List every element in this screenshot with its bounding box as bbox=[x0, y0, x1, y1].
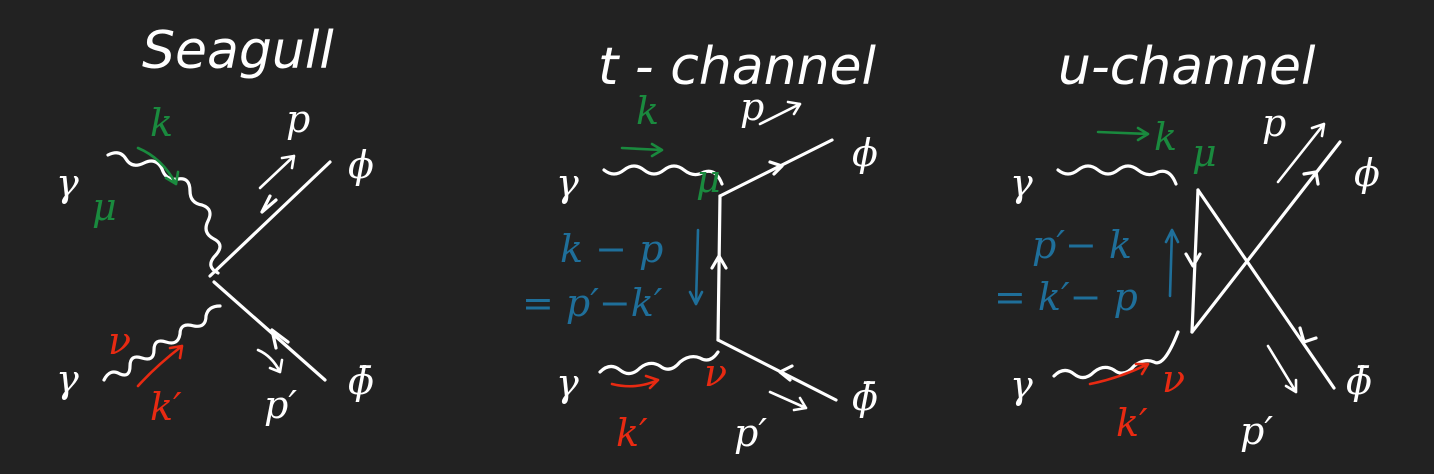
t-channel-kp-arrow bbox=[610, 374, 660, 390]
t-channel-phi-label: ϕ bbox=[852, 131, 878, 175]
seagull-gamma-2: γ bbox=[56, 357, 79, 401]
t-channel-pp-arrow bbox=[768, 390, 808, 412]
t-channel-arrow-phi bbox=[768, 160, 784, 176]
seagull-arrow-phi bbox=[260, 194, 278, 214]
seagull-diagram: Seagull γ γ k μ ν k′ p p′ ϕ ϕ̄ bbox=[56, 21, 374, 429]
t-channel-nu-label: ν bbox=[704, 351, 727, 395]
u-channel-pp-arrow bbox=[1266, 344, 1298, 394]
u-channel-k-label: k bbox=[1154, 115, 1177, 159]
t-channel-phibar-label: ϕ̄ bbox=[852, 375, 878, 419]
t-channel-photon-upper bbox=[602, 164, 724, 186]
t-channel-p-arrow bbox=[758, 100, 802, 126]
u-channel-p-label: p bbox=[1262, 101, 1286, 145]
u-channel-phibar-label: ϕ̄ bbox=[1346, 359, 1372, 403]
u-channel-nu-label: ν bbox=[1162, 357, 1185, 401]
u-channel-scalar-phibar-line bbox=[1196, 188, 1336, 390]
u-channel-internal-arrow bbox=[1164, 228, 1180, 298]
u-channel-arrow-phibar bbox=[1298, 326, 1318, 344]
seagull-k-arrow bbox=[136, 146, 180, 186]
t-channel-scalar-phibar-line bbox=[716, 338, 838, 402]
t-channel-gamma-1: γ bbox=[556, 161, 579, 205]
seagull-mu-label: μ bbox=[92, 185, 117, 229]
t-channel-mu-label: μ bbox=[696, 157, 721, 201]
t-channel-diagram: t - channel γ γ k μ ν k′ p p′ ϕ ϕ̄ k − p… bbox=[522, 37, 878, 455]
u-channel-gamma-1: γ bbox=[1010, 161, 1033, 205]
u-channel-title: u-channel bbox=[1058, 37, 1316, 97]
seagull-title: Seagull bbox=[142, 21, 334, 81]
t-channel-gamma-2: γ bbox=[556, 361, 579, 405]
seagull-nu-label: ν bbox=[108, 319, 131, 363]
t-channel-propagator bbox=[716, 194, 722, 342]
u-channel-propagator-arrow bbox=[1184, 252, 1202, 268]
seagull-gamma-1: γ bbox=[56, 161, 79, 205]
seagull-scalar-phibar-line bbox=[212, 280, 327, 382]
t-channel-scalar-phi-line bbox=[718, 138, 834, 198]
u-channel-k-arrow bbox=[1096, 126, 1150, 142]
u-channel-photon-upper bbox=[1056, 164, 1178, 186]
t-channel-propagator-arrow bbox=[710, 254, 728, 270]
seagull-scalar-phi-line bbox=[208, 160, 332, 278]
seagull-phibar-label: ϕ̄ bbox=[348, 359, 374, 403]
t-channel-internal-label-2: = p′−k′ bbox=[522, 281, 663, 325]
seagull-photon-upper bbox=[106, 151, 222, 275]
u-channel-photon-lower bbox=[1052, 330, 1180, 380]
u-channel-internal-label-1: p′− k bbox=[1032, 223, 1132, 267]
u-channel-internal-label-2: = k′− p bbox=[994, 275, 1138, 319]
u-channel-arrow-phi bbox=[1302, 170, 1320, 186]
seagull-p-label: p bbox=[286, 97, 310, 141]
t-channel-arrow-phibar bbox=[778, 364, 794, 382]
seagull-kp-arrow bbox=[136, 344, 184, 388]
t-channel-p-label: p bbox=[740, 85, 764, 129]
u-channel-kp-label: k′ bbox=[1116, 401, 1148, 445]
t-channel-k-arrow bbox=[620, 142, 664, 158]
t-channel-internal-label-1: k − p bbox=[560, 227, 663, 271]
t-channel-pp-label: p′ bbox=[734, 411, 767, 455]
seagull-phi-label: ϕ bbox=[348, 143, 374, 187]
seagull-kp-label: k′ bbox=[150, 385, 182, 429]
seagull-k-label: k bbox=[150, 101, 173, 145]
seagull-pp-arrow bbox=[256, 348, 284, 374]
t-channel-photon-lower bbox=[598, 350, 720, 376]
u-channel-mu-label: μ bbox=[1192, 131, 1217, 175]
t-channel-internal-arrow bbox=[688, 228, 704, 306]
u-channel-pp-label: p′ bbox=[1240, 409, 1273, 453]
u-channel-phi-label: ϕ bbox=[1354, 151, 1380, 195]
t-channel-title: t - channel bbox=[598, 37, 877, 97]
u-channel-kp-arrow bbox=[1088, 362, 1150, 386]
seagull-arrow-phibar bbox=[270, 328, 290, 350]
seagull-pp-label: p′ bbox=[264, 383, 297, 427]
u-channel-diagram: u-channel γ γ k μ ν k′ p p′ ϕ ϕ̄ p′− k =… bbox=[994, 37, 1380, 453]
t-channel-k-label: k bbox=[636, 89, 659, 133]
u-channel-p-arrow bbox=[1276, 122, 1326, 184]
u-channel-gamma-2: γ bbox=[1010, 363, 1033, 407]
seagull-p-arrow bbox=[258, 154, 296, 190]
t-channel-kp-label: k′ bbox=[616, 411, 648, 455]
seagull-photon-lower bbox=[102, 304, 222, 382]
